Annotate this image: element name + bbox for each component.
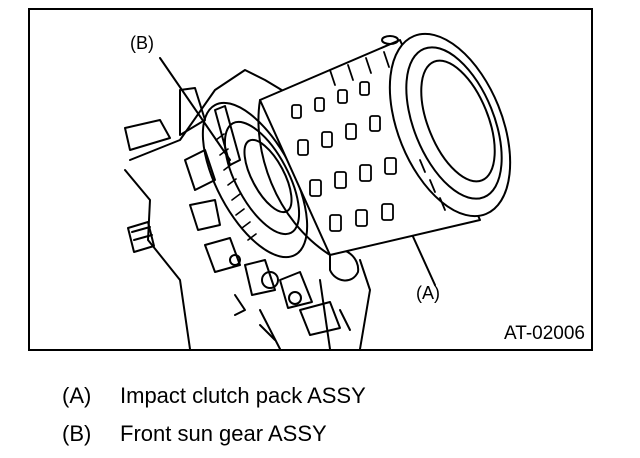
legend-item-b: (B) Front sun gear ASSY <box>62 422 327 446</box>
legend-key-a: (A) <box>62 383 92 408</box>
transmission-housing <box>124 69 371 349</box>
legend-text-b: Front sun gear ASSY <box>120 421 327 446</box>
callout-label-a: (A) <box>416 283 440 303</box>
figure-frame: (B) (A) AT-02006 <box>28 8 593 351</box>
legend-item-a: (A) Impact clutch pack ASSY <box>62 384 366 408</box>
leader-line-b <box>159 57 231 161</box>
impact-clutch-pack-assy <box>257 32 512 256</box>
figure-id: AT-02006 <box>504 323 585 344</box>
clutch-assembly-illustration <box>124 32 512 349</box>
leader-line-a <box>409 229 436 286</box>
callout-label-b: (B) <box>130 33 154 53</box>
legend-text-a: Impact clutch pack ASSY <box>120 383 366 408</box>
legend-key-b: (B) <box>62 421 92 446</box>
